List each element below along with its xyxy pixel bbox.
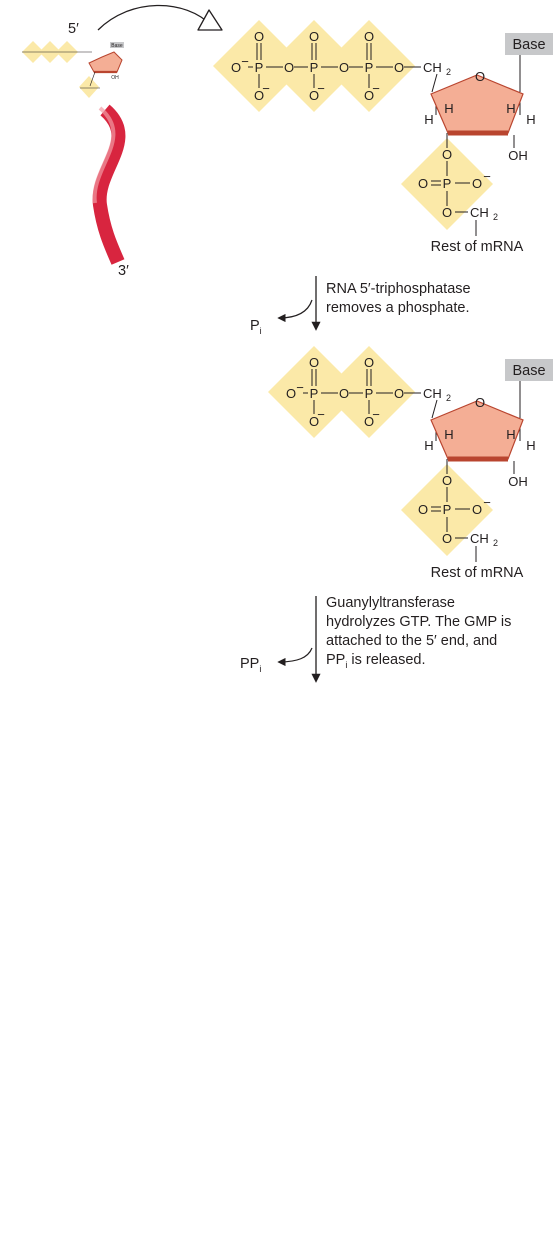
step-1-product: Pi xyxy=(250,318,262,336)
svg-text:O: O xyxy=(394,386,404,401)
structure-diphosphate: Base O O O − P O P O CH 2 O − O − O H H … xyxy=(268,346,553,581)
overview-molecule: Base OH 5′ 3′ xyxy=(22,21,129,279)
ribose-ring-2 xyxy=(430,400,524,462)
svg-text:O: O xyxy=(309,355,319,370)
rna-strand xyxy=(92,104,126,265)
svg-text:CH: CH xyxy=(470,531,489,546)
svg-text:O: O xyxy=(472,176,482,191)
svg-text:O: O xyxy=(475,69,485,84)
svg-text:O: O xyxy=(418,176,428,191)
step-1-caption-line1: RNA 5′-triphosphatase xyxy=(326,281,471,297)
svg-text:2: 2 xyxy=(493,212,498,222)
step-2-guanylyltransferase: PPi Guanylyltransferase hydrolyzes GTP. … xyxy=(240,595,511,683)
overview-base-box xyxy=(110,42,124,48)
svg-text:O: O xyxy=(309,414,319,429)
svg-text:−: − xyxy=(483,495,491,510)
base-label-2: Base xyxy=(512,363,545,379)
svg-text:O: O xyxy=(254,29,264,44)
svg-text:O: O xyxy=(394,60,404,75)
base-label: Base xyxy=(512,37,545,53)
svg-text:O: O xyxy=(339,60,349,75)
svg-text:H: H xyxy=(444,101,453,116)
svg-text:CH: CH xyxy=(470,205,489,220)
phosphate-diamonds-2 xyxy=(268,346,493,556)
atom-labels: O O O O − P O P O P O CH 2 O − O − O − O… xyxy=(231,29,536,222)
svg-text:O: O xyxy=(339,386,349,401)
overview-phosphate-group xyxy=(22,41,99,98)
ribose-ring-icon xyxy=(430,74,524,136)
svg-text:2: 2 xyxy=(446,67,451,77)
svg-text:P: P xyxy=(443,176,452,191)
release-arrow-icon xyxy=(277,299,313,323)
svg-text:H: H xyxy=(424,112,433,127)
svg-text:O: O xyxy=(442,205,452,220)
svg-text:O: O xyxy=(442,147,452,162)
svg-text:H: H xyxy=(506,427,515,442)
svg-text:O: O xyxy=(364,355,374,370)
rest-of-mrna-label-1: Rest of mRNA xyxy=(431,239,524,255)
structure-triphosphate: Base O O O O − P O P O P O CH 2 O − O − … xyxy=(213,20,553,255)
curved-arrow-icon xyxy=(97,4,213,31)
svg-text:O: O xyxy=(309,29,319,44)
overview-oh-label: OH xyxy=(111,75,119,81)
svg-text:O: O xyxy=(442,473,452,488)
svg-text:−: − xyxy=(241,54,249,69)
svg-text:O: O xyxy=(284,60,294,75)
release-arrow-icon-2 xyxy=(277,647,313,667)
svg-text:2: 2 xyxy=(493,538,498,548)
svg-text:O: O xyxy=(418,502,428,517)
three-prime-label: 3′ xyxy=(118,263,129,279)
svg-text:OH: OH xyxy=(508,148,528,163)
svg-text:CH: CH xyxy=(423,60,442,75)
svg-text:P: P xyxy=(255,60,264,75)
svg-text:−: − xyxy=(372,407,380,422)
svg-text:O: O xyxy=(254,88,264,103)
rest-of-mrna-label-2: Rest of mRNA xyxy=(431,565,524,581)
svg-text:−: − xyxy=(317,407,325,422)
step-2-caption-line3: attached to the 5′ end, and xyxy=(326,633,497,649)
step-1-caption-line2: removes a phosphate. xyxy=(326,300,469,316)
step-2-caption-line2: hydrolyzes GTP. The GMP is xyxy=(326,614,511,630)
svg-text:H: H xyxy=(526,112,535,127)
svg-text:CH: CH xyxy=(423,386,442,401)
atom-labels-2: O O O − P O P O CH 2 O − O − O H H H H O… xyxy=(286,355,536,548)
svg-text:P: P xyxy=(365,60,374,75)
svg-text:O: O xyxy=(309,88,319,103)
step-2-caption-line4: PPi is released. xyxy=(326,652,426,670)
svg-text:2: 2 xyxy=(446,393,451,403)
overview-ribose xyxy=(88,51,123,87)
svg-text:O: O xyxy=(231,60,241,75)
svg-text:O: O xyxy=(364,414,374,429)
step-2-caption-line1: Guanylyltransferase xyxy=(326,595,455,611)
svg-text:−: − xyxy=(372,81,380,96)
svg-text:P: P xyxy=(365,386,374,401)
base-box xyxy=(505,33,553,55)
svg-text:P: P xyxy=(310,60,319,75)
step-2-product: PPi xyxy=(240,656,261,674)
svg-text:O: O xyxy=(475,395,485,410)
svg-text:−: − xyxy=(262,81,270,96)
svg-text:P: P xyxy=(310,386,319,401)
svg-text:H: H xyxy=(444,427,453,442)
svg-text:OH: OH xyxy=(508,474,528,489)
svg-text:O: O xyxy=(364,29,374,44)
svg-text:O: O xyxy=(286,386,296,401)
svg-text:H: H xyxy=(526,438,535,453)
svg-text:−: − xyxy=(296,380,304,395)
base-box-2 xyxy=(505,359,553,381)
svg-text:O: O xyxy=(442,531,452,546)
svg-text:H: H xyxy=(506,101,515,116)
five-prime-label: 5′ xyxy=(68,21,79,37)
svg-text:−: − xyxy=(317,81,325,96)
overview-base-label: Base xyxy=(111,43,123,49)
curved-arrow-head xyxy=(197,9,223,31)
svg-text:P: P xyxy=(443,502,452,517)
svg-text:O: O xyxy=(472,502,482,517)
svg-text:H: H xyxy=(424,438,433,453)
phosphate-diamonds xyxy=(213,20,493,230)
step-1-triphosphatase: Pi RNA 5′-triphosphatase removes a phosp… xyxy=(250,276,471,336)
svg-text:−: − xyxy=(483,169,491,184)
svg-text:O: O xyxy=(364,88,374,103)
